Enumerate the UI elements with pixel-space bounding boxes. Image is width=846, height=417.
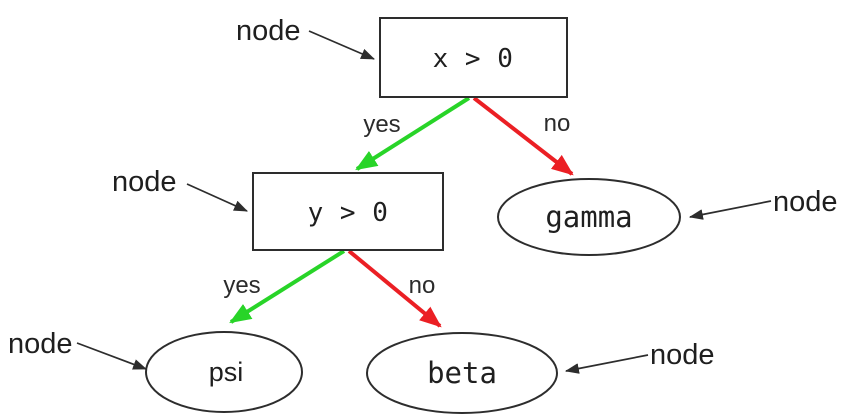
node-psi: psi: [145, 331, 303, 413]
node-root: x > 0: [379, 17, 568, 98]
node-inner-label: y > 0: [308, 198, 389, 228]
node-gamma-ellipse: [497, 178, 681, 256]
annotation-root: node: [236, 15, 375, 60]
annotation-root-arrow: [308, 30, 375, 60]
annotation-inner-label: node: [112, 166, 177, 198]
annotation-beta-label: node: [650, 339, 715, 371]
edge-label-yes-bottom: yes: [223, 272, 260, 299]
edge-yes-inner-to-psi: [229, 249, 346, 324]
edge-label-yes-top: yes: [363, 111, 400, 138]
annotation-psi-label: node: [8, 328, 73, 360]
annotation-inner-arrow: [186, 183, 248, 212]
annotation-gamma-arrow: [688, 200, 772, 220]
edge-no-root-to-gamma: [472, 96, 574, 176]
edge-label-no-bottom: no: [409, 272, 436, 299]
node-root-rect: [379, 17, 568, 98]
annotation-root-label: node: [236, 15, 301, 47]
node-beta-label: beta: [427, 356, 497, 390]
node-beta-ellipse: [366, 332, 558, 414]
node-inner-rect: [252, 172, 444, 251]
annotation-beta-arrow: [564, 354, 649, 374]
annotation-beta: node: [564, 339, 715, 374]
node-beta: beta: [366, 332, 558, 414]
annotation-gamma: node: [688, 186, 838, 220]
node-gamma-label: gamma: [545, 200, 632, 234]
annotation-psi-arrow: [76, 342, 148, 370]
edge-yes-root-to-inner: [355, 96, 471, 171]
annotation-inner: node: [112, 166, 248, 212]
annotation-psi: node: [8, 328, 148, 370]
node-psi-ellipse: [145, 331, 303, 413]
node-inner: y > 0: [252, 172, 444, 251]
edge-no-inner-to-beta: [347, 249, 442, 328]
node-psi-label: psi: [209, 357, 244, 387]
annotation-gamma-label: node: [773, 186, 838, 218]
node-gamma: gamma: [497, 178, 681, 256]
edge-label-no-top: no: [544, 110, 571, 137]
node-root-label: x > 0: [433, 44, 514, 74]
